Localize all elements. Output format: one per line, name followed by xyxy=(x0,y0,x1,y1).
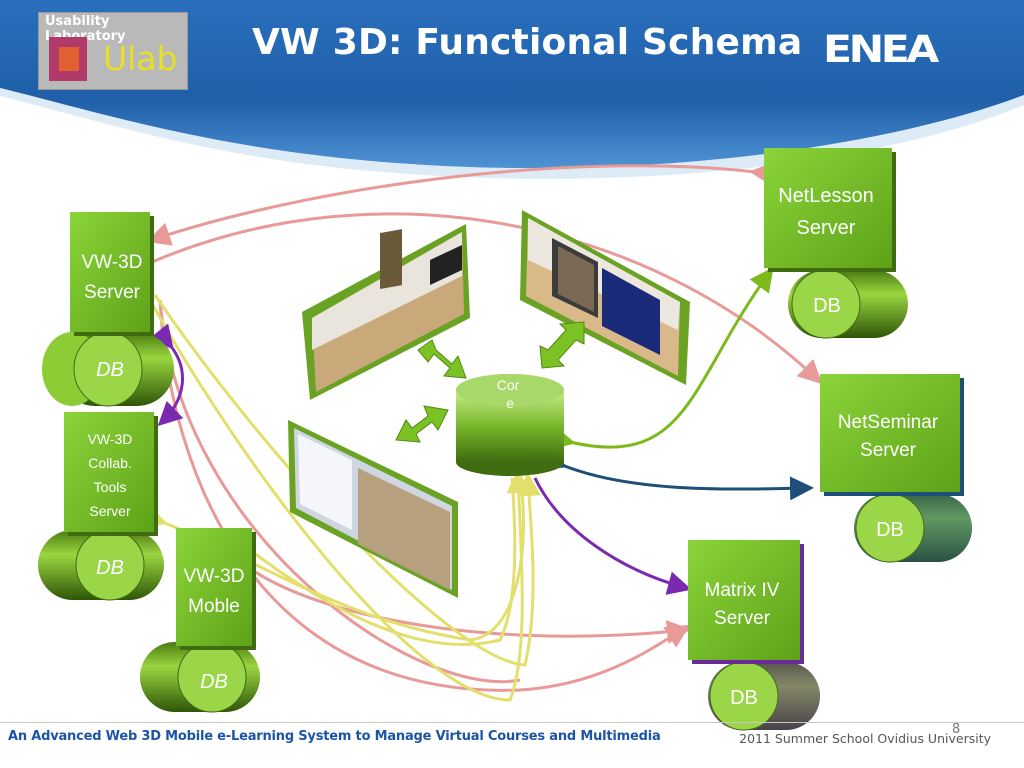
db-netseminar xyxy=(854,493,972,563)
server-collab[interactable] xyxy=(64,412,158,536)
arrow-pink-vw3d-matrix xyxy=(158,299,691,692)
db-collab xyxy=(38,529,164,601)
footer-title: An Advanced Web 3D Mobile e-Learning Sys… xyxy=(8,729,661,744)
db-label-vw3d: DB xyxy=(96,359,124,381)
page-number: 8 xyxy=(952,722,961,737)
vr-panel-right xyxy=(520,210,690,385)
core-node[interactable] xyxy=(456,374,564,476)
db-label-mobile: DB xyxy=(200,671,228,693)
arrow-yellow-mobile-core xyxy=(228,477,517,646)
arrow-yellow-vw3d-core-1 xyxy=(148,299,531,702)
server-netlesson[interactable] xyxy=(764,148,896,272)
db-mobile xyxy=(140,641,260,713)
core-label-line1: Cor xyxy=(497,377,520,393)
enea-logo: ENEA xyxy=(823,28,939,71)
vr-panel-bottom xyxy=(288,420,458,598)
arrow-yellow-vw3d-core-2 xyxy=(153,294,541,667)
core-label: Cor e xyxy=(497,377,523,411)
arrow-teal-core-netseminar xyxy=(540,447,814,501)
vr-panel-left xyxy=(302,224,470,400)
arrow-purple-vw3d-collab xyxy=(149,323,184,427)
db-label-collab: DB xyxy=(96,557,124,579)
block-arrows xyxy=(395,321,585,443)
server-netseminar[interactable] xyxy=(820,374,964,496)
logo-text: Ulab xyxy=(103,39,178,78)
ulab-logo: Usability Laboratory Ulab xyxy=(38,12,188,90)
server-mobile[interactable] xyxy=(176,528,256,650)
db-label-matrix: DB xyxy=(730,687,758,709)
server-vw3d[interactable] xyxy=(70,212,154,336)
db-matrix xyxy=(708,661,820,731)
logo-mark-inner-icon xyxy=(59,47,79,71)
arrow-pink-mobile-matrix xyxy=(223,544,691,644)
connections xyxy=(130,162,823,702)
server-matrix[interactable] xyxy=(688,540,804,664)
footer-event: 2011 Summer School Ovidius University xyxy=(739,731,991,746)
arrow-purple-core-matrix xyxy=(533,477,692,595)
db-netlesson xyxy=(788,269,908,339)
db-label-netlesson: DB xyxy=(813,295,841,317)
page-title: VW 3D: Functional Schema xyxy=(252,22,803,63)
arrow-pink-netlesson-vw3d xyxy=(146,162,775,246)
footer-divider xyxy=(0,722,1024,723)
arrow-green-core-netlesson xyxy=(549,267,774,450)
core-label-line2: e xyxy=(506,395,514,411)
db-label-netseminar: DB xyxy=(876,519,904,541)
header-band xyxy=(0,0,1024,169)
db-vw3d-server xyxy=(42,331,174,407)
